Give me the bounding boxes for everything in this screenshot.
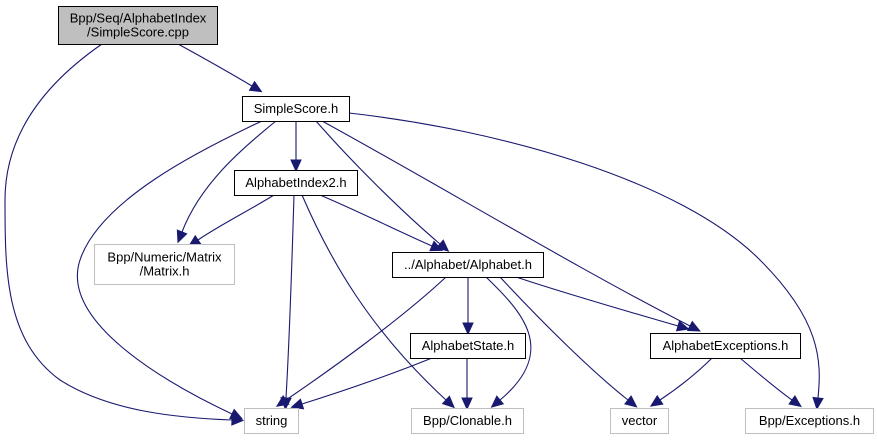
node-label: Bpp/Seq/AlphabetIndex: [70, 11, 207, 26]
edge-line: [499, 276, 629, 401]
edge-line: [285, 276, 447, 401]
edge-alphabet_h-to-alphabetexceptions_h: [515, 276, 690, 332]
node-box[interactable]: [242, 96, 350, 122]
arrowhead-alphabetstate_h-to-clonable_h: [461, 397, 473, 411]
node-simplescore-h[interactable]: SimpleScore.h: [242, 96, 350, 122]
node-label: Bpp/Numeric/Matrix: [107, 250, 222, 265]
node-box[interactable]: [745, 408, 874, 434]
edge-line: [321, 120, 691, 327]
node-label: string: [256, 413, 288, 428]
edge-alphabetexceptions_h-to-vector: [649, 357, 713, 407]
edge-line: [4, 43, 233, 421]
arrowhead-alphabet_h-to-alphabetstate_h: [462, 322, 474, 336]
node-label: vector: [622, 413, 658, 428]
edge-simplescore_h-to-matrix_h: [176, 120, 277, 244]
edge-alphabetstate_h-to-clonable_h: [461, 358, 473, 411]
edge-line: [739, 357, 793, 401]
edge-simplescore_h-to-alphabetindex2_h: [290, 121, 302, 173]
edge-alphabetindex2_h-to-string: [280, 194, 295, 411]
node-label: Bpp/Exceptions.h: [759, 413, 860, 428]
edge-alphabet_h-to-string: [275, 276, 447, 407]
edge-line: [301, 357, 433, 405]
node-alphabet-h[interactable]: ../Alphabet/Alphabet.h: [392, 252, 544, 278]
edge-line: [301, 194, 447, 401]
arrowhead-alphabet_h-to-alphabetexceptions_h: [675, 320, 690, 332]
arrowhead-alphabetexceptions_h-to-vector: [649, 394, 664, 407]
node-label: /SimpleScore.cpp: [87, 25, 189, 40]
edge-line: [77, 120, 263, 415]
arrowhead-alphabetindex2_h-to-alphabet_h: [429, 240, 444, 252]
edge-line: [319, 194, 433, 247]
node-simplescore-cpp[interactable]: Bpp/Seq/AlphabetIndex/SimpleScore.cpp: [58, 6, 218, 45]
edge-line: [515, 276, 679, 327]
node-label: AlphabetIndex2.h: [245, 175, 346, 190]
arrowhead-simplescore_cpp-to-simplescore_h: [248, 80, 263, 93]
node-box[interactable]: [94, 244, 235, 285]
node-box[interactable]: [58, 6, 218, 45]
node-box[interactable]: [610, 408, 669, 434]
edge-alphabetindex2_h-to-alphabet_h: [319, 194, 444, 252]
edge-alphabetstate_h-to-string: [290, 357, 433, 410]
edge-line: [181, 120, 277, 233]
arrowhead-alphabet_h-to-clonable_h: [490, 395, 505, 408]
edge-alphabet_h-to-vector: [499, 276, 638, 408]
edge-line: [485, 276, 532, 401]
node-label: ../Alphabet/Alphabet.h: [404, 257, 532, 272]
edge-simplescore_h-to-exceptions_h: [348, 112, 824, 411]
edge-simplescore_cpp-to-simplescore_h: [177, 43, 263, 93]
edge-line: [177, 43, 253, 87]
edge-alphabet_h-to-alphabetstate_h: [462, 277, 474, 336]
edge-alphabet_h-to-clonable_h: [485, 276, 532, 408]
node-exceptions-h[interactable]: Bpp/Exceptions.h: [745, 408, 874, 434]
arrowhead-simplescore_h-to-alphabetexceptions_h: [686, 320, 701, 332]
edge-alphabetexceptions_h-to-exceptions_h: [739, 357, 802, 408]
node-alphabetstate-h[interactable]: AlphabetState.h: [410, 333, 526, 359]
node-label: Bpp/Clonable.h: [423, 413, 512, 428]
node-string[interactable]: string: [244, 408, 299, 434]
edge-simplescore_h-to-alphabetexceptions_h: [321, 120, 701, 332]
node-label: AlphabetExceptions.h: [663, 338, 789, 353]
arrowhead-alphabet_h-to-string: [275, 394, 290, 407]
edge-alphabetindex2_h-to-clonable_h: [301, 194, 455, 409]
arrowhead-alphabetexceptions_h-to-exceptions_h: [788, 395, 802, 408]
edge-line: [659, 357, 713, 401]
edge-line: [315, 120, 441, 245]
arrowhead-simplescore_h-to-matrix_h: [176, 229, 188, 244]
node-box[interactable]: [234, 170, 358, 196]
node-matrix-h[interactable]: Bpp/Numeric/Matrix/Matrix.h: [94, 244, 235, 285]
node-vector[interactable]: vector: [610, 408, 669, 434]
node-box[interactable]: [650, 333, 801, 359]
edge-line: [197, 194, 275, 241]
arrowhead-simplescore_h-to-alphabetindex2_h: [290, 159, 302, 173]
node-box[interactable]: [411, 408, 524, 434]
arrowhead-alphabetindex2_h-to-clonable_h: [441, 395, 455, 409]
arrowhead-simplescore_h-to-string: [229, 408, 244, 420]
arrowhead-alphabet_h-to-vector: [624, 395, 638, 408]
arrowhead-simplescore_h-to-exceptions_h: [812, 396, 824, 411]
node-alphabetexceptions-h[interactable]: AlphabetExceptions.h: [650, 333, 801, 359]
node-alphabetindex2-h[interactable]: AlphabetIndex2.h: [234, 170, 358, 196]
node-label: SimpleScore.h: [254, 101, 339, 116]
edges-layer: [4, 43, 824, 426]
nodes-layer: Bpp/Seq/AlphabetIndex/SimpleScore.cppSim…: [58, 6, 874, 434]
edge-alphabetindex2_h-to-matrix_h: [187, 194, 275, 247]
node-box[interactable]: [392, 252, 544, 278]
node-box[interactable]: [410, 333, 526, 359]
node-label: AlphabetState.h: [422, 338, 515, 353]
node-box[interactable]: [244, 408, 299, 434]
edge-simplescore_h-to-string: [77, 120, 263, 420]
edge-line: [348, 112, 820, 399]
edge-line: [285, 194, 295, 399]
arrowhead-alphabetstate_h-to-string: [290, 398, 305, 410]
node-clonable-h[interactable]: Bpp/Clonable.h: [411, 408, 524, 434]
node-label: /Matrix.h: [140, 264, 190, 279]
